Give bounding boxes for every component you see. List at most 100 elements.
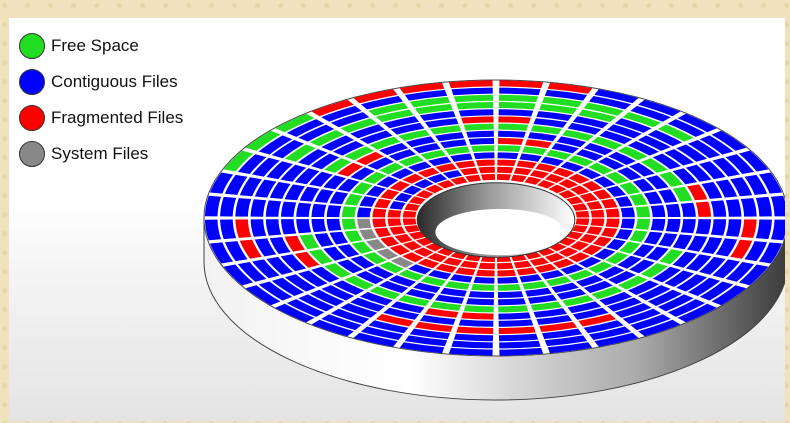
disk-sector (413, 143, 441, 154)
disk-sector (311, 319, 354, 337)
disk-sector (239, 177, 262, 197)
disk-sector (758, 172, 783, 194)
disk-sector (498, 298, 526, 306)
disk-sector (548, 184, 567, 194)
disk-sector (568, 155, 594, 167)
disk-sector (533, 118, 568, 128)
disk-sector (209, 242, 234, 264)
disk-sector (576, 149, 604, 161)
legend-label: Fragmented Files (51, 108, 184, 127)
disk-sector (552, 258, 575, 269)
disk-sector (398, 295, 430, 307)
disk-sector (351, 241, 373, 254)
disk-sector (578, 256, 602, 268)
disk-sector (711, 130, 747, 151)
disk-sector (375, 314, 414, 327)
disk-sector (375, 109, 414, 122)
disk-sector (437, 180, 455, 189)
disk-sector (498, 130, 526, 138)
disk-sector (650, 205, 666, 218)
disk-sector (730, 177, 753, 197)
disk-sector (471, 284, 495, 291)
disk-sector (440, 139, 467, 149)
disk-sector (448, 80, 493, 89)
disk-sector (599, 130, 633, 144)
disk-sector (266, 161, 293, 180)
disk-sector (298, 270, 328, 287)
disk-sector (404, 89, 448, 101)
legend-item-system-files: System Files (19, 140, 183, 168)
disk-sector (630, 314, 671, 331)
disk-sector (664, 149, 694, 166)
disk-sector (359, 229, 377, 240)
disk-sector (414, 321, 453, 332)
disk-sector (667, 119, 706, 137)
disk-sector (575, 210, 590, 218)
disk-sector (284, 184, 305, 201)
disk-sector (390, 301, 425, 314)
disk-sector (572, 116, 609, 129)
disk-sector (599, 292, 633, 306)
disk-sector (387, 209, 402, 218)
disk-sector (442, 257, 463, 266)
disk-sector (590, 209, 605, 218)
disk-sector (497, 284, 521, 291)
disk-sector (519, 274, 542, 283)
disk-sector (513, 167, 532, 176)
disk-sector (425, 184, 444, 194)
disk-sector (359, 196, 377, 207)
disk-sector (465, 174, 482, 183)
disk-sector (590, 218, 605, 227)
disk-sector (619, 241, 641, 254)
disk-sector (220, 219, 237, 240)
disk-sector (659, 171, 683, 187)
disk-sector (715, 179, 738, 198)
disk-sector (458, 319, 494, 327)
disk-sector (399, 342, 445, 354)
disk-sector (399, 82, 445, 94)
disk-sector (466, 130, 494, 138)
disk-sector (388, 149, 416, 161)
disk-sector (389, 226, 406, 235)
disk-sector (245, 285, 281, 306)
disk-sector (499, 333, 539, 342)
disk-sector (330, 112, 370, 128)
disk-sector (254, 238, 277, 257)
disk-sector (617, 255, 642, 269)
disk-sector (389, 201, 406, 210)
disk-sector (380, 189, 400, 200)
disk-sector (758, 242, 783, 264)
disk-sector (619, 182, 641, 195)
disk-sector (744, 174, 768, 195)
disk-sector (224, 241, 248, 262)
disk-sector (497, 166, 514, 174)
disk-sector (405, 288, 436, 300)
disk-sector (556, 288, 587, 300)
disk-sector (497, 269, 516, 277)
disk-sector (635, 206, 651, 218)
disk-sector (455, 160, 476, 169)
disk-sector (435, 294, 465, 304)
disk-sector (473, 152, 495, 160)
disk-sector (341, 206, 357, 218)
disk-sector (239, 239, 262, 259)
disk-sector (311, 219, 327, 233)
disk-sector (770, 195, 785, 217)
disk-sector (309, 130, 345, 147)
legend-label: System Files (51, 144, 149, 163)
disk-sector (387, 218, 402, 227)
disk-sector (498, 109, 534, 117)
disk-sector (572, 307, 609, 320)
disk-sector (498, 305, 529, 313)
disk-sector (420, 276, 446, 287)
disk-sector (329, 231, 349, 245)
disk-sector (344, 146, 374, 161)
fragmented-files-swatch (19, 105, 45, 131)
disk-sector (570, 185, 590, 195)
disk-sector (366, 185, 386, 197)
disk-sector (567, 122, 602, 135)
disk-sector (715, 238, 738, 257)
disk-sector (598, 266, 625, 279)
disk-sector (579, 192, 598, 202)
